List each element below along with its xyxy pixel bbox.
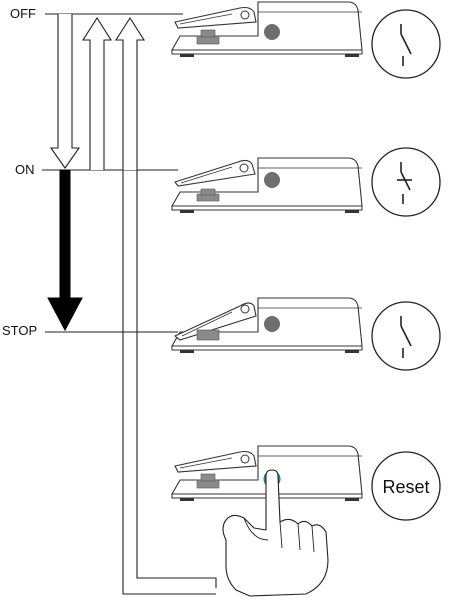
up-arrow-1: [81, 16, 113, 170]
down-arrow-solid: [47, 169, 83, 332]
reset-symbol: Reset: [371, 451, 441, 521]
label-on: ON: [15, 162, 35, 177]
pedal-off: [171, 1, 363, 58]
label-off: OFF: [10, 6, 36, 21]
pedal-on: [171, 157, 363, 214]
up-arrow-2: [114, 16, 146, 170]
reset-label: Reset: [382, 477, 429, 497]
switch-open-icon: [371, 9, 441, 79]
switch-actuated-icon: [371, 147, 441, 217]
reset-return-line-outer: [136, 170, 217, 588]
reset-return-line-inner: [122, 170, 216, 595]
pointing-hand-icon: [222, 469, 329, 597]
label-stop: STOP: [2, 323, 37, 338]
switch-open-icon-stop: [371, 301, 441, 371]
down-arrow-hollow: [49, 14, 81, 169]
pedal-stop: [171, 297, 363, 354]
